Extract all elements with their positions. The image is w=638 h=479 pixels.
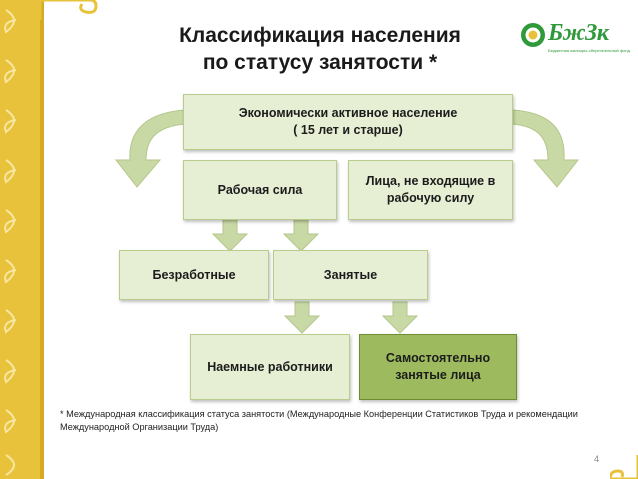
footnote: * Международная классификация статуса за…	[60, 409, 578, 432]
node-labor-force-label: Рабочая сила	[217, 182, 303, 197]
down-arrow-to-employed	[282, 219, 320, 252]
slide-title: Классификация населения по статусу занят…	[120, 22, 520, 76]
down-arrow-to-hired	[283, 301, 321, 334]
slide-title-line-1: Классификация населения	[179, 24, 461, 47]
down-arrow-to-unemployed	[211, 219, 249, 252]
node-economically-active-label: Экономически активное население ( 15 лет…	[238, 106, 458, 137]
company-logo: БжЗк Бюджетная жилищно-сберегательный фо…	[520, 20, 630, 54]
corner-ornament-bottom-icon	[610, 455, 638, 479]
node-employed-label: Занятые	[323, 267, 378, 282]
page-number: 4	[594, 454, 600, 464]
node-employed: Занятые	[273, 250, 428, 300]
node-unemployed-label: Безработные	[152, 267, 236, 282]
node-economically-active: Экономически активное население ( 15 лет…	[183, 94, 513, 150]
node-labor-force: Рабочая сила	[183, 160, 337, 220]
ornament-pattern	[4, 0, 44, 479]
slide-title-line-2: по статусу занятости *	[202, 51, 438, 74]
corner-ornament-top-icon	[40, 0, 98, 20]
node-hired-workers-label: Наемные работники	[207, 359, 333, 374]
logo-emblem-icon	[521, 23, 545, 47]
left-ornament-border	[0, 0, 44, 479]
logo-text: БжЗк	[548, 20, 609, 46]
node-self-employed-label: Самостоятельно занятые лица	[385, 351, 491, 382]
node-unemployed: Безработные	[119, 250, 269, 300]
down-arrow-to-self-employed	[381, 301, 419, 334]
curved-arrow-left	[114, 109, 187, 188]
node-not-in-labor-force: Лица, не входящие в рабочую силу	[348, 160, 513, 220]
node-self-employed: Самостоятельно занятые лица	[359, 334, 517, 400]
node-hired-workers: Наемные работники	[190, 334, 350, 400]
node-not-in-labor-force-label: Лица, не входящие в рабочую силу	[365, 174, 496, 205]
curved-arrow-right	[511, 109, 580, 188]
logo-subtitle: Бюджетная жилищно-сберегательный фонд	[548, 48, 630, 53]
